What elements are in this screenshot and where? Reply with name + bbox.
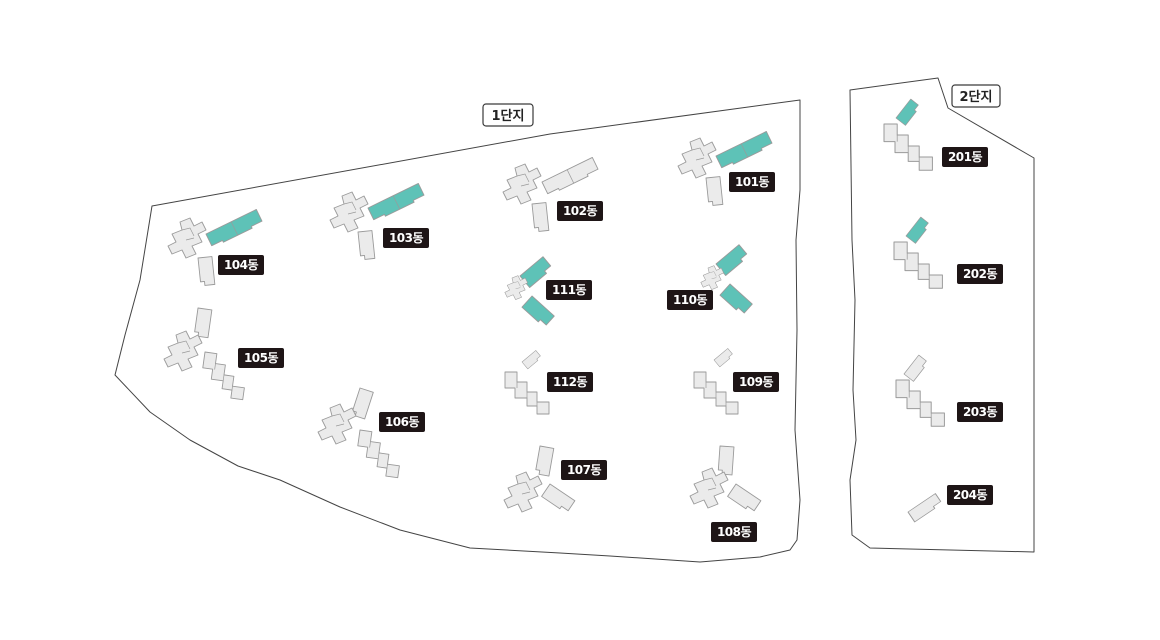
tag-105-text: 105동: [244, 351, 279, 365]
tag-103[interactable]: 103동: [383, 228, 429, 248]
complex1-label: 1단지: [482, 103, 534, 127]
tag-112[interactable]: 112동: [547, 372, 593, 392]
tag-104-text: 104동: [224, 258, 259, 272]
tag-102[interactable]: 102동: [557, 201, 603, 221]
tag-111-text: 111동: [552, 283, 587, 297]
tag-201[interactable]: 201동: [942, 147, 988, 167]
tag-202[interactable]: 202동: [957, 264, 1003, 284]
complex2-label: 2단지: [951, 84, 1001, 108]
tag-109-text: 109동: [739, 375, 774, 389]
tag-104[interactable]: 104동: [218, 255, 264, 275]
tag-203-text: 203동: [963, 405, 998, 419]
tag-106-text: 106동: [385, 415, 420, 429]
tag-107-text: 107동: [567, 463, 602, 477]
tag-106[interactable]: 106동: [379, 412, 425, 432]
tag-203[interactable]: 203동: [957, 402, 1003, 422]
tag-204[interactable]: 204동: [947, 485, 993, 505]
tag-108[interactable]: 108동: [711, 522, 757, 542]
tag-101[interactable]: 101동: [729, 172, 775, 192]
complex2-label-text: 2단지: [960, 89, 993, 105]
tag-110[interactable]: 110동: [667, 290, 713, 310]
tag-202-text: 202동: [963, 267, 998, 281]
tag-102-text: 102동: [563, 204, 598, 218]
tag-204-text: 204동: [953, 488, 988, 502]
tag-108-text: 108동: [717, 525, 752, 539]
complex1-boundary: [114, 99, 801, 563]
tag-201-text: 201동: [948, 150, 983, 164]
tag-109[interactable]: 109동: [733, 372, 779, 392]
complex2-boundary: [849, 77, 1035, 553]
complex1-label-text: 1단지: [492, 108, 525, 124]
tag-101-text: 101동: [735, 175, 770, 189]
tag-107[interactable]: 107동: [561, 460, 607, 480]
tag-111[interactable]: 111동: [546, 280, 592, 300]
tag-110-text: 110동: [673, 293, 708, 307]
tag-112-text: 112동: [553, 375, 588, 389]
tag-105[interactable]: 105동: [238, 348, 284, 368]
tag-103-text: 103동: [389, 231, 424, 245]
